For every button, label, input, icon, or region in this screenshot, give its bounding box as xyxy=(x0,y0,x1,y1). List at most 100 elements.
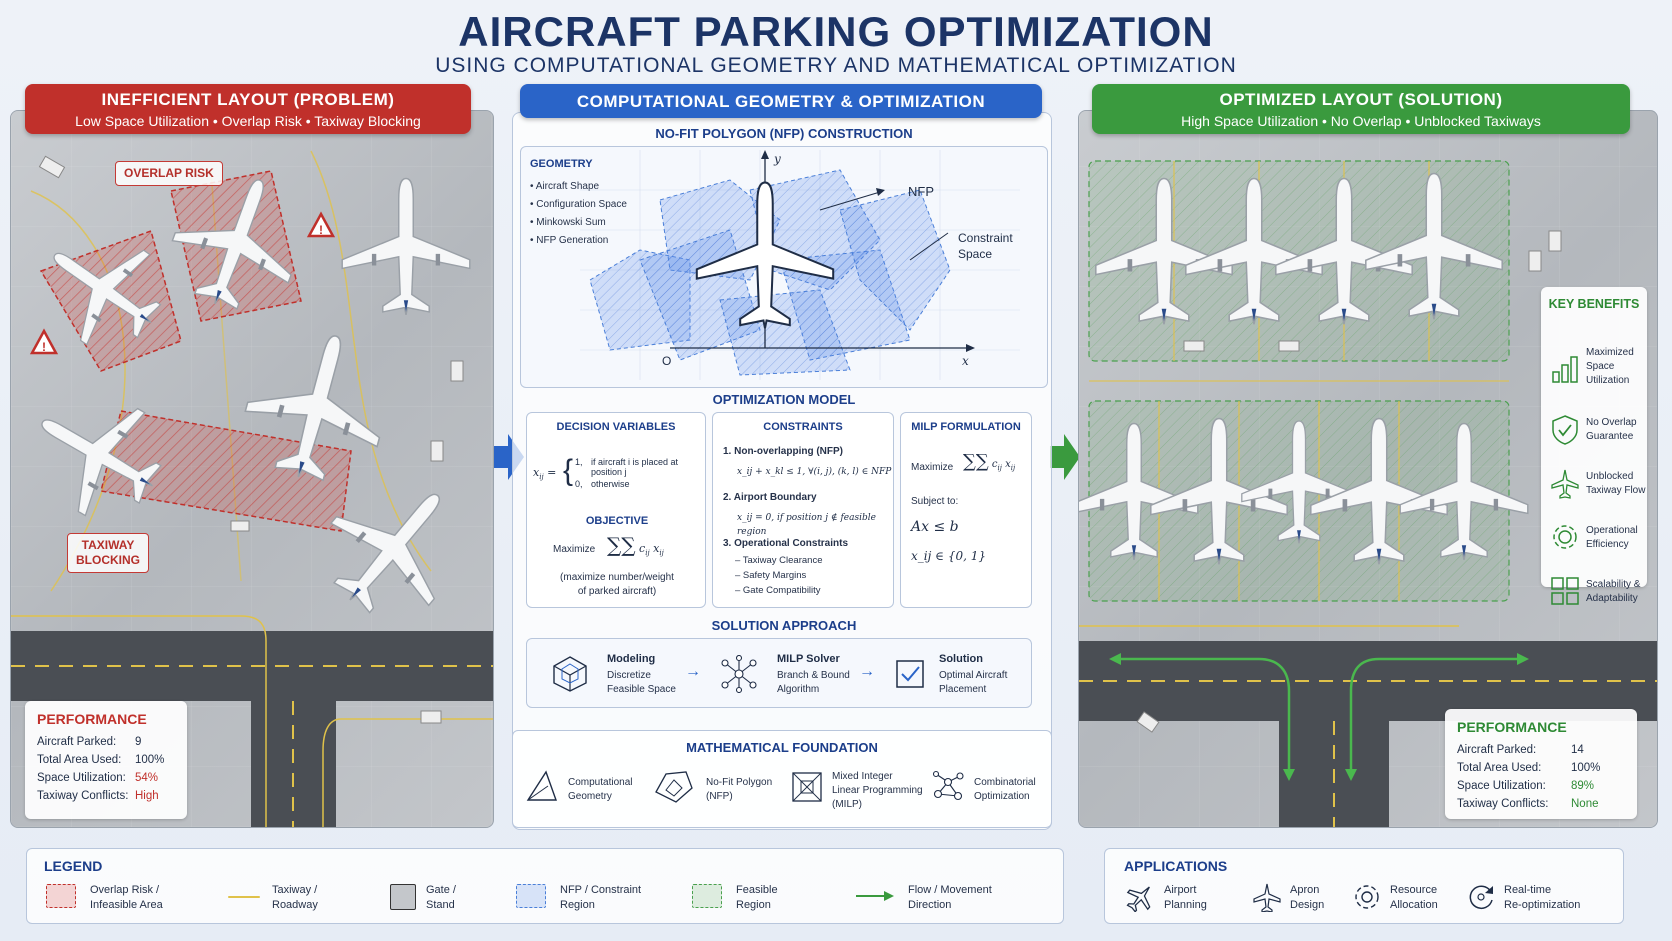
application-item: Real-time Re-optimization xyxy=(1504,883,1580,913)
foundation-line: Linear Programming xyxy=(832,785,923,796)
network-icon xyxy=(721,655,757,693)
step-title: Modeling xyxy=(607,653,656,665)
step-line1: Optimal Aircraft xyxy=(939,670,1008,681)
taxiway-blocking-line2: BLOCKING xyxy=(76,553,140,567)
legend-swatch-overlap xyxy=(46,884,76,908)
objective-note-line1: (maximize number/weight xyxy=(560,572,674,583)
axis-origin-label: O xyxy=(662,354,672,368)
solution-subtitle: High Space Utilization • No Overlap • Un… xyxy=(1181,113,1541,129)
arrow-right-icon: → xyxy=(859,663,875,680)
legend-swatch-feasible xyxy=(692,884,722,908)
application-item: Airport Planning xyxy=(1164,883,1207,913)
milp-objective: ∑∑ cij xij xyxy=(963,451,1016,472)
page-subtitle: USING COMPUTATIONAL GEOMETRY AND MATHEMA… xyxy=(435,54,1237,77)
foundation-line: (NFP) xyxy=(706,791,733,802)
problem-apron-drawing: ! ! xyxy=(11,150,493,827)
dv-sub: ij xyxy=(539,473,544,482)
application-line: Real-time xyxy=(1504,884,1552,896)
benefit-item: Operational Efficiency xyxy=(1586,524,1638,552)
nfp-label: NFP xyxy=(908,184,934,199)
foundation-item: Mixed Integer Linear Programming (MILP) xyxy=(832,770,923,812)
perf-label: Taxiway Conflicts: xyxy=(1457,798,1549,810)
decision-variable-def: xij = { 1, if aircraft i is placed at po… xyxy=(533,453,703,497)
milp-max-label: Maximize xyxy=(911,462,954,473)
legend-line: Feasible xyxy=(736,884,778,896)
problem-layout-panel: ! ! OVERLAP RISK TAXIWAY BLOCKING PERFOR… xyxy=(10,110,494,828)
application-line: Allocation xyxy=(1390,899,1438,911)
flow-arrow-right-icon xyxy=(1050,434,1080,480)
legend-item: Overlap Risk / Infeasible Area xyxy=(90,883,163,913)
page-title: AIRCRAFT PARKING OPTIMIZATION xyxy=(458,8,1214,55)
foundation-item: No-Fit Polygon (NFP) xyxy=(706,776,772,804)
objective-note: (maximize number/weight of parked aircra… xyxy=(527,571,707,599)
benefit-item: Unblocked Taxiway Flow xyxy=(1586,470,1645,498)
legend-line: Region xyxy=(560,899,595,911)
airplane-icon xyxy=(1126,886,1151,912)
solution-approach-card: Modeling Discretize Feasible Space → MIL… xyxy=(526,638,1032,708)
application-line: Airport xyxy=(1164,884,1197,896)
perf-label: Aircraft Parked: xyxy=(37,736,117,748)
milp-eq1: Ax ≤ b xyxy=(911,519,959,535)
objective-max-label: Maximize xyxy=(553,544,596,555)
constraint-3: 3. Operational Constraints xyxy=(723,538,849,549)
optimization-model-title: OPTIMIZATION MODEL xyxy=(712,392,856,407)
step-line2: Algorithm xyxy=(777,684,820,695)
apron-tower-icon xyxy=(1253,883,1281,912)
perf-label: Aircraft Parked: xyxy=(1457,744,1537,756)
foundation-line: Mixed Integer xyxy=(832,771,893,782)
legend-swatch-taxiway xyxy=(228,896,260,898)
legend-item: Taxiway / Roadway xyxy=(272,883,318,913)
foundation-title: MATHEMATICAL FOUNDATION xyxy=(686,740,878,755)
foundation-line: Geometry xyxy=(568,791,612,802)
geometry-item: NFP Generation xyxy=(536,235,609,246)
geometry-title: GEOMETRY xyxy=(530,158,593,170)
constraint-label-line1: Constraint xyxy=(958,231,1013,245)
legend-flow-arrow-icon xyxy=(856,891,894,901)
benefit-line: Utilization xyxy=(1586,375,1630,386)
refresh-icon xyxy=(1469,885,1493,909)
perf-label: Space Utilization: xyxy=(1457,780,1546,792)
perf-value: 100% xyxy=(1571,762,1601,774)
constraints-title: CONSTRAINTS xyxy=(763,421,843,433)
benefit-line: No Overlap xyxy=(1586,417,1637,428)
problem-title: INEFFICIENT LAYOUT (PROBLEM) xyxy=(101,90,395,109)
polygon-icon xyxy=(655,771,693,803)
solution-performance-card: PERFORMANCE Aircraft Parked:14 Total Are… xyxy=(1445,709,1637,819)
application-line: Planning xyxy=(1164,899,1207,911)
benefit-line: Maximized xyxy=(1586,347,1634,358)
constraint-3-item: – Gate Compatibility xyxy=(735,585,821,596)
middle-banner: COMPUTATIONAL GEOMETRY & OPTIMIZATION xyxy=(520,84,1042,118)
benefit-item: Scalability & Adaptability xyxy=(1586,578,1640,606)
constraints-card: CONSTRAINTS 1. Non-overlapping (NFP) x_i… xyxy=(712,412,894,608)
application-line: Design xyxy=(1290,899,1325,911)
legend-line: Direction xyxy=(908,899,952,911)
dv-case1-text: if aircraft i is placed at position j xyxy=(591,457,679,477)
foundation-line: (MILP) xyxy=(832,799,862,810)
application-item: Apron Design xyxy=(1290,883,1324,913)
application-line: Apron xyxy=(1290,884,1320,896)
foundation-line: Optimization xyxy=(974,791,1030,802)
taxiway-blocking-line1: TAXIWAY xyxy=(81,538,135,552)
legend-item: NFP / Constraint Region xyxy=(560,883,641,913)
foundation-card xyxy=(512,730,1052,828)
legend-line: Flow / Movement xyxy=(908,884,992,896)
geometry-list: • Aircraft Shape • Configuration Space •… xyxy=(530,181,627,246)
objective-title: OBJECTIVE xyxy=(585,515,649,527)
benefit-item: No Overlap Guarantee xyxy=(1586,416,1637,444)
geometry-item: Configuration Space xyxy=(536,199,627,210)
svg-text:!: ! xyxy=(42,340,46,354)
legend-swatch-gate xyxy=(390,884,416,910)
geometry-item: Aircraft Shape xyxy=(535,181,600,192)
legend-line: Infeasible Area xyxy=(90,899,163,911)
legend-item: Flow / Movement Direction xyxy=(908,883,992,913)
decision-variables-title: DECISION VARIABLES xyxy=(556,421,676,433)
flow-arrow-left-icon xyxy=(494,434,524,480)
legend-line: Overlap Risk / xyxy=(90,884,160,896)
foundation-line: No-Fit Polygon xyxy=(706,777,773,788)
foundation-line: Computational xyxy=(568,777,633,788)
perf-value: High xyxy=(135,790,159,802)
constraint-space-label: Constraint Space xyxy=(958,230,1013,262)
gear-icon xyxy=(1355,885,1379,909)
cube-icon xyxy=(553,656,587,692)
perf-label: Taxiway Conflicts: xyxy=(37,790,129,802)
